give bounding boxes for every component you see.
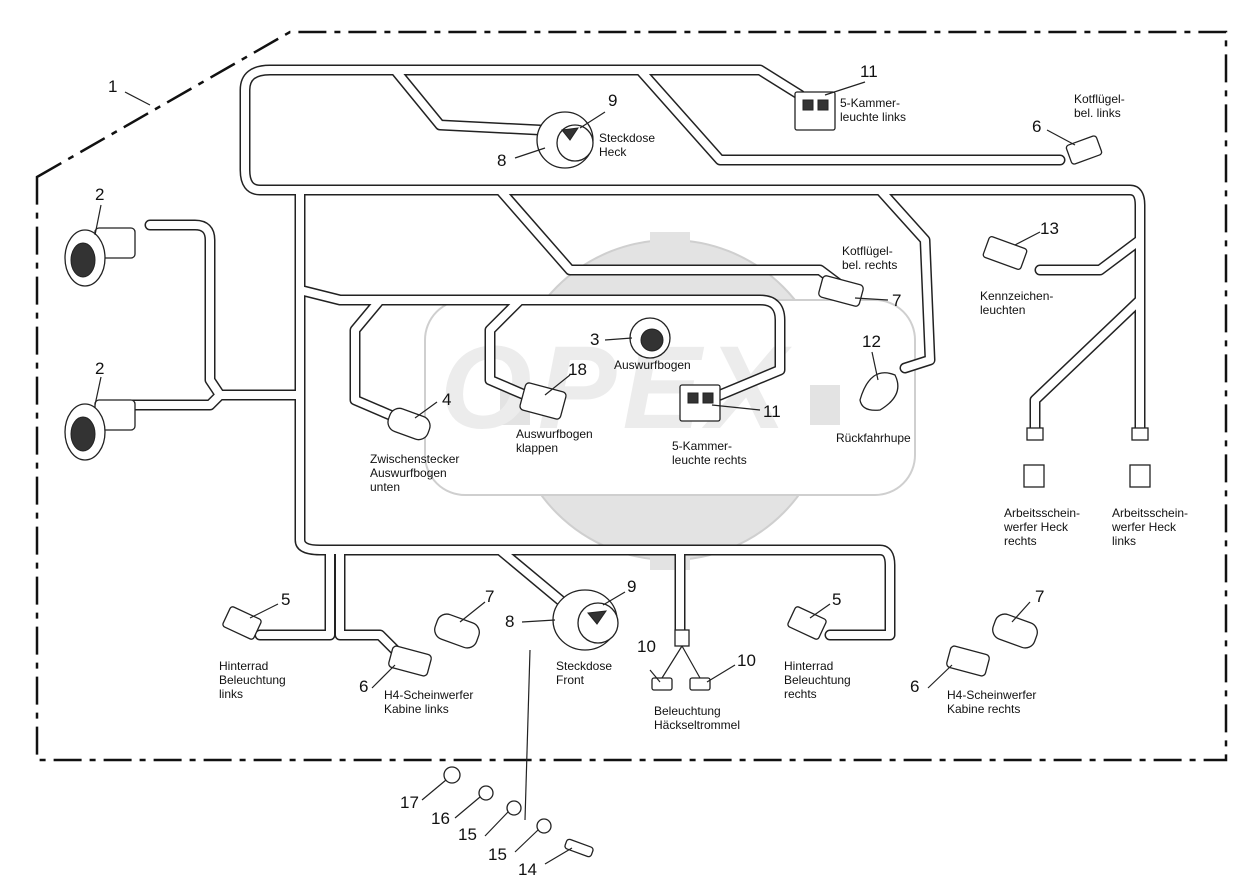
callout-7-kotfluegel-rechts: 7 <box>892 291 902 310</box>
label-steckdose-heck: Steckdose Heck <box>599 131 656 159</box>
label-5-kammer-rechts: 5-Kammer- leuchte rechts <box>672 439 747 467</box>
label-haeckseltrommel: Beleuchtung Häckseltrommel <box>654 704 741 732</box>
label-h4-rechts: H4-Scheinwerfer Kabine rechts <box>947 688 1037 716</box>
connector-6-7-right <box>946 613 1038 677</box>
label-steckdose-front: Steckdose Front <box>556 659 613 687</box>
label-kotfluegel-links: Kotflügel- bel. links <box>1074 92 1125 120</box>
callout-5-left: 5 <box>281 590 291 609</box>
callout-13: 13 <box>1040 219 1059 238</box>
hardware-14-17 <box>443 649 594 858</box>
label-h4-links: H4-Scheinwerfer Kabine links <box>384 688 474 716</box>
connector-arbeitsscheinwerfer-rechts <box>1023 427 1045 488</box>
callout-10-right: 10 <box>737 651 756 670</box>
callout-16: 16 <box>431 809 450 828</box>
callout-6-left: 6 <box>359 677 369 696</box>
connector-10-pair <box>651 629 711 691</box>
label-kennzeichen: Kennzeichen- leuchten <box>980 289 1054 317</box>
label-hinterrad-rechts: Hinterrad Beleuchtung rechts <box>784 659 851 701</box>
callout-10-left: 10 <box>637 637 656 656</box>
callout-2-lower: 2 <box>95 359 105 378</box>
connector-2-lower <box>64 399 136 461</box>
callout-9-front: 9 <box>627 577 637 596</box>
callout-7-right: 7 <box>1035 587 1045 606</box>
callout-18: 18 <box>568 360 587 379</box>
callout-1: 1 <box>108 77 118 96</box>
label-arbeitsscheinwerfer-rechts: Arbeitsschein- werfer Heck rechts <box>1004 506 1081 548</box>
callout-11-upper: 11 <box>860 62 878 81</box>
label-hinterrad-links: Hinterrad Beleuchtung links <box>219 659 286 701</box>
callout-6-right: 6 <box>910 677 920 696</box>
connector-3-auswurfbogen <box>629 317 671 359</box>
callout-3: 3 <box>590 330 600 349</box>
connector-7-kotfluegel-rechts <box>818 275 864 307</box>
leader-lines <box>94 81 1076 865</box>
label-zwischenstecker: Zwischenstecker Auswurfbogen unten <box>370 452 460 494</box>
callout-17: 17 <box>400 793 419 812</box>
callout-9-heck: 9 <box>608 91 618 110</box>
connector-5-left <box>222 606 262 640</box>
callout-8-front: 8 <box>505 612 515 631</box>
label-auswurfbogen-klappen: Auswurfbogen klappen <box>516 427 593 455</box>
callout-14: 14 <box>518 860 537 879</box>
connector-6-7-left <box>388 613 480 677</box>
assembly-boundary <box>35 30 1228 762</box>
callout-7-left: 7 <box>485 587 495 606</box>
horn-12 <box>859 372 899 411</box>
callout-15-upper: 15 <box>458 825 477 844</box>
label-rueckfahrhupe: Rückfahrhupe <box>836 431 911 445</box>
callout-15-lower: 15 <box>488 845 507 864</box>
label-kotfluegel-rechts: Kotflügel- bel. rechts <box>842 244 898 272</box>
connector-2-upper <box>64 227 136 287</box>
connector-18 <box>519 382 567 420</box>
callout-5-right: 5 <box>832 590 842 609</box>
connector-11-upper <box>794 91 836 131</box>
socket-front-8-9 <box>552 589 619 651</box>
connector-11-lower <box>679 384 721 422</box>
callout-11-lower: 11 <box>763 402 781 421</box>
label-arbeitsscheinwerfer-links: Arbeitsschein- werfer Heck links <box>1112 506 1189 548</box>
connector-13 <box>982 236 1028 270</box>
callout-6-kotfluegel-links: 6 <box>1032 117 1042 136</box>
socket-rear-8-9 <box>536 111 594 169</box>
connector-6-kotfluegel-links <box>1065 135 1103 165</box>
connector-5-right <box>787 606 827 640</box>
callout-4: 4 <box>442 390 452 409</box>
callout-12: 12 <box>862 332 881 351</box>
connector-arbeitsscheinwerfer-links <box>1129 427 1151 488</box>
label-5-kammer-links: 5-Kammer- leuchte links <box>840 96 907 124</box>
connector-4 <box>387 407 431 441</box>
label-auswurfbogen: Auswurfbogen <box>614 358 691 372</box>
callout-2-upper: 2 <box>95 185 105 204</box>
callout-8-heck: 8 <box>497 151 507 170</box>
